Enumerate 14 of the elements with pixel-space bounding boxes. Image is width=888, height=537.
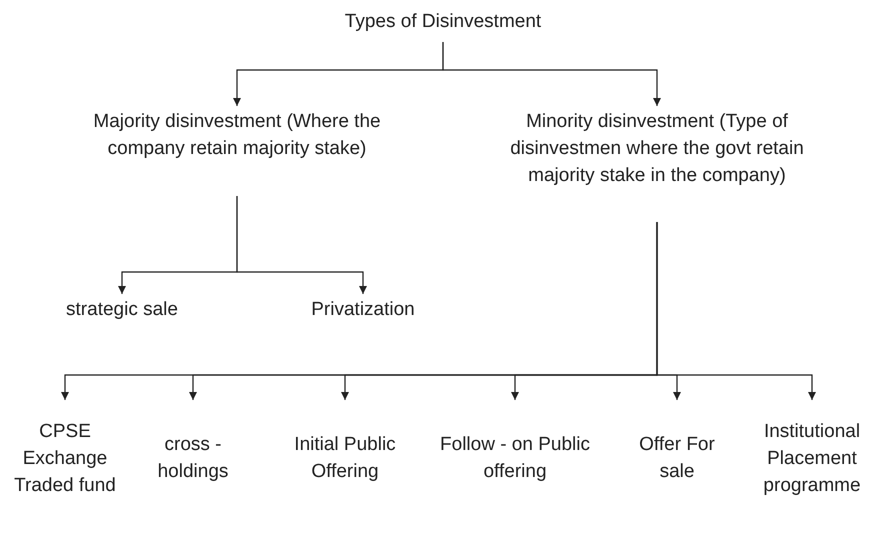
node-label: Types of Disinvestment (344, 10, 542, 34)
arrow (442, 42, 661, 106)
node-label: CPSE Exchange Traded fund (13, 420, 117, 498)
arrow (656, 222, 816, 400)
node-label: Initial Public Offering (293, 433, 397, 484)
node-label: Follow - on Public offering (440, 433, 590, 484)
node-label: strategic sale (66, 298, 178, 322)
node-label: Institutional Placement programme (762, 420, 862, 498)
node-label: Offer For sale (638, 433, 716, 484)
node-label: Privatization (311, 298, 415, 322)
node-label: Minority disinvestment (Type of disinvestmen where the govt retain majority stake in the company) (509, 110, 805, 188)
node-label: cross - holdings (156, 433, 230, 484)
arrow (236, 196, 367, 294)
node-label: Majority disinvestment (Where the company retain majority stake) (92, 110, 382, 161)
